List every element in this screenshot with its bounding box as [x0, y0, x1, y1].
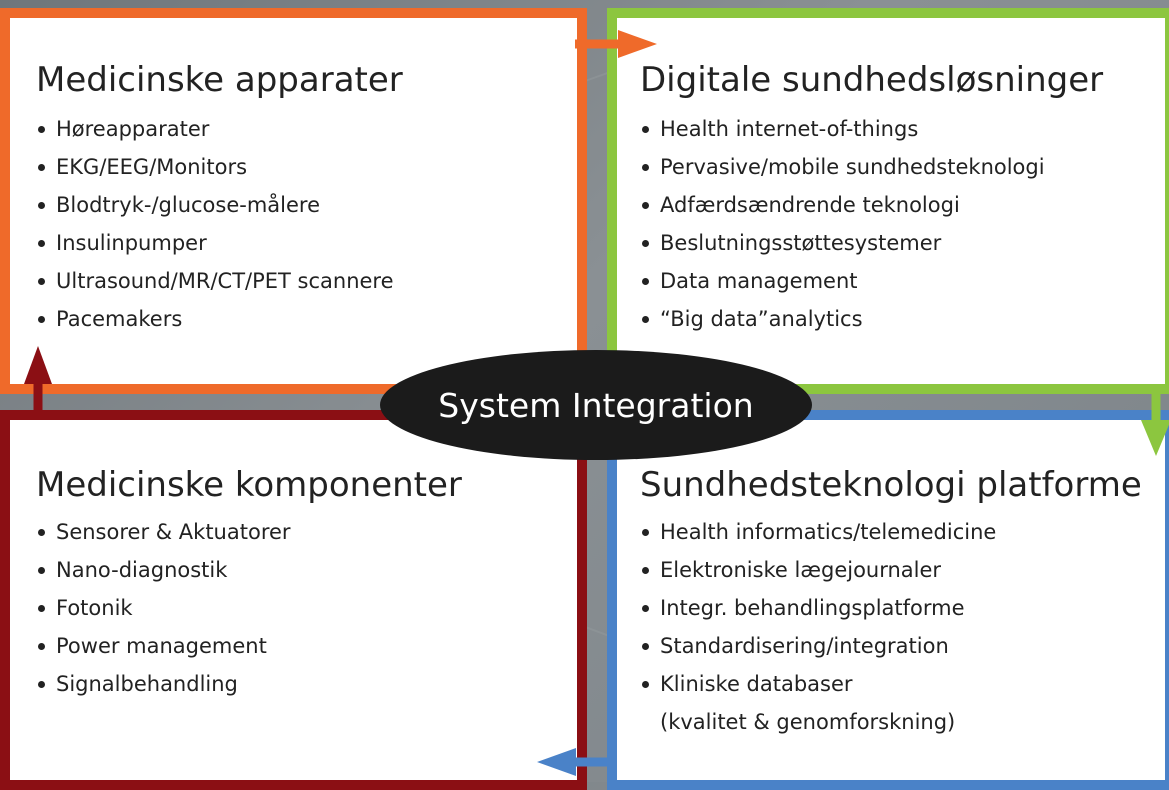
list-item: Pacemakers	[34, 300, 394, 338]
heading-digital-health: Digitale sundhedsløsninger	[640, 60, 1104, 100]
list-item: Signalbehandling	[34, 665, 291, 703]
list-item-continuation: (kvalitet & genomforskning)	[660, 710, 956, 734]
list-item: Data management	[638, 262, 1045, 300]
heading-medical-components: Medicinske komponenter	[36, 465, 462, 505]
list-item: Ultrasound/MR/CT/PET scannere	[34, 262, 394, 300]
list-item: Health internet-of-things	[638, 110, 1045, 148]
list-item: Sensorer & Aktuatorer	[34, 513, 291, 551]
list-item: Power management	[34, 627, 291, 665]
list-item: Elektroniske lægejournaler	[638, 551, 996, 589]
list-item: EKG/EEG/Monitors	[34, 148, 394, 186]
list-item: Standardisering/integration	[638, 627, 996, 665]
heading-health-platforms: Sundhedsteknologi platforme	[640, 465, 1142, 505]
list-digital-health: Health internet-of-things Pervasive/mobi…	[638, 110, 1045, 338]
list-item: Insulinpumper	[34, 224, 394, 262]
list-medical-devices: Høreapparater EKG/EEG/Monitors Blodtryk-…	[34, 110, 394, 338]
list-item: Fotonik	[34, 589, 291, 627]
quadrant-medical-components	[0, 410, 587, 790]
list-health-platforms: Health informatics/telemedicine Elektron…	[638, 513, 996, 741]
list-item: Pervasive/mobile sundhedsteknologi	[638, 148, 1045, 186]
list-item: Beslutningsstøttesystemer	[638, 224, 1045, 262]
quadrant-health-platforms	[607, 410, 1169, 790]
list-item: Kliniske databaser	[638, 665, 996, 703]
quadrant-medical-devices	[0, 8, 587, 394]
list-item: Adfærdsændrende teknologi	[638, 186, 1045, 224]
quadrant-digital-health	[607, 8, 1169, 394]
list-item: “Big data”analytics	[638, 300, 1045, 338]
list-item: Integr. behandlingsplatforme	[638, 589, 996, 627]
center-system-integration: System Integration	[380, 350, 812, 460]
heading-medical-devices: Medicinske apparater	[36, 60, 403, 100]
list-item: Høreapparater	[34, 110, 394, 148]
list-item: Blodtryk-/glucose-målere	[34, 186, 394, 224]
list-item: Health informatics/telemedicine	[638, 513, 996, 551]
list-item: Nano-diagnostik	[34, 551, 291, 589]
list-medical-components: Sensorer & Aktuatorer Nano-diagnostik Fo…	[34, 513, 291, 703]
center-label: System Integration	[438, 385, 754, 425]
